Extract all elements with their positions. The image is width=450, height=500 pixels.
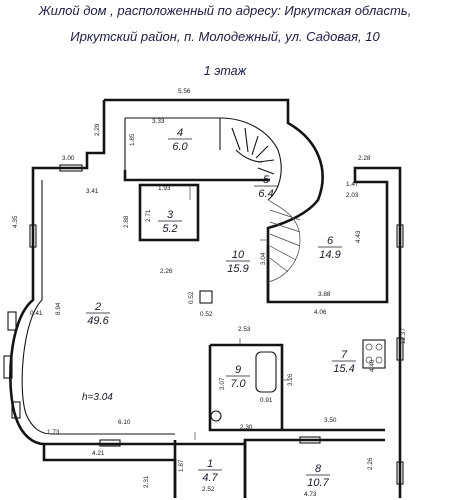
dimension-label: 3.50 bbox=[324, 417, 337, 424]
dimension-label: 2.03 bbox=[346, 192, 359, 199]
dimension-label: 3.07 bbox=[219, 377, 226, 390]
dimension-label: 2.26 bbox=[367, 457, 374, 470]
dimension-labels: 5.56 3.33 2.29 1.85 3.00 3.41 2.28 1.47 2.03 1.93… bbox=[12, 88, 407, 498]
dimension-label: 12.37 bbox=[400, 328, 407, 344]
dimension-label: 2.71 bbox=[145, 209, 152, 222]
spiral-stair bbox=[219, 117, 301, 283]
room-number: 2 bbox=[94, 301, 101, 313]
dimension-label: 4.35 bbox=[12, 215, 19, 228]
room-3-walls bbox=[138, 183, 200, 242]
upper-wing-inner bbox=[124, 117, 221, 170]
room-area: 15.9 bbox=[227, 263, 248, 275]
room-number: 9 bbox=[235, 364, 241, 376]
dimension-label: 3.04 bbox=[260, 252, 267, 265]
room-number: 5 bbox=[263, 174, 270, 186]
room-number: 8 bbox=[315, 463, 322, 475]
room-area: 7.0 bbox=[230, 378, 246, 390]
partition-walls bbox=[123, 170, 385, 498]
room-area: 4.7 bbox=[202, 472, 218, 484]
header-address-line-1: Жилой дом , расположенный по адресу: Ирк… bbox=[38, 3, 412, 18]
ceiling-height: h=3.04 bbox=[82, 392, 113, 403]
room-area: 10.7 bbox=[307, 477, 329, 489]
dimension-label: 0.41 bbox=[30, 310, 43, 317]
dimension-label: 2.53 bbox=[238, 326, 251, 333]
room-number: 3 bbox=[167, 209, 174, 221]
dimension-label: 2.26 bbox=[160, 268, 173, 275]
dimension-label: 4.43 bbox=[355, 230, 362, 243]
bathtub bbox=[255, 351, 277, 393]
dimension-label: 8.94 bbox=[55, 302, 62, 315]
stove bbox=[362, 339, 386, 369]
dimension-label: 0.52 bbox=[188, 291, 195, 304]
dimension-label: 4.06 bbox=[314, 309, 327, 316]
room-number: 7 bbox=[341, 349, 348, 361]
dimension-label: 2.31 bbox=[143, 475, 150, 488]
dimension-label: 1.73 bbox=[47, 429, 60, 436]
dimension-label: 3.26 bbox=[287, 373, 294, 386]
header-address-line-2: Иркутский район, п. Молодежный, ул. Садо… bbox=[70, 29, 380, 44]
dimension-label: 3.33 bbox=[152, 118, 165, 125]
left-inner-wall bbox=[21, 180, 175, 435]
dimension-label: 4.40 bbox=[369, 359, 376, 372]
dimension-label: 2.52 bbox=[202, 486, 215, 493]
dimension-label: 2.29 bbox=[94, 123, 101, 136]
dimension-label: 2.30 bbox=[240, 424, 253, 431]
dimension-label: 2.28 bbox=[358, 155, 371, 162]
room-area: 6.0 bbox=[172, 141, 188, 153]
dimension-label: 3.41 bbox=[86, 188, 99, 195]
room-area: 6.4 bbox=[258, 188, 273, 200]
floor-title: 1 этаж bbox=[203, 64, 247, 78]
room-number: 1 bbox=[207, 458, 213, 470]
room-number: 6 bbox=[327, 235, 334, 247]
dimension-label: 1.87 bbox=[178, 459, 185, 472]
doors bbox=[189, 185, 290, 440]
dimension-label: 5.56 bbox=[178, 88, 191, 95]
room-labels: 4 6.0 5 6.4 3 5.2 10 15.9 6 14.9 2 49.6 9 7.0 7 15.4 1 4.… bbox=[86, 127, 356, 489]
room-number: 10 bbox=[232, 249, 245, 261]
dimension-label: 3.00 bbox=[62, 155, 75, 162]
windows bbox=[3, 164, 404, 485]
washbasin bbox=[210, 410, 222, 422]
dimension-label: 0.52 bbox=[200, 311, 213, 318]
dimension-label: 1.93 bbox=[158, 185, 171, 192]
dimension-label: 6.10 bbox=[118, 419, 131, 426]
room-area: 15.4 bbox=[333, 363, 354, 375]
dimension-label: 4.73 bbox=[304, 491, 317, 498]
room-area: 49.6 bbox=[87, 315, 109, 327]
dimension-label: 3.88 bbox=[318, 291, 331, 298]
dimension-label: 4.21 bbox=[92, 450, 105, 457]
dimension-label: 0.91 bbox=[260, 397, 273, 404]
dimension-label: 1.85 bbox=[129, 133, 136, 146]
column bbox=[199, 290, 213, 304]
dimension-label: 1.47 bbox=[346, 181, 359, 188]
room-area: 14.9 bbox=[319, 249, 340, 261]
dimension-label: 2.88 bbox=[123, 215, 130, 228]
room-number: 4 bbox=[177, 127, 183, 139]
room-area: 5.2 bbox=[162, 223, 177, 235]
